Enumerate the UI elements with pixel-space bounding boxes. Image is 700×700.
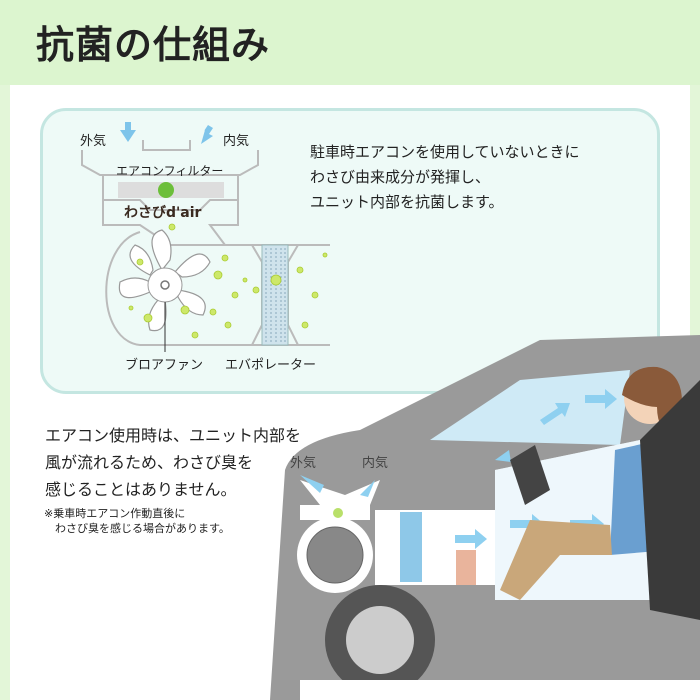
usage-text: エアコン使用時は、ユニット内部を風が流れるため、わさび臭を感じることはありません… — [45, 426, 302, 499]
description-text: 駐車時エアコンを使用していないときにわさび由来成分が発揮し、ユニット内部を抗菌し… — [310, 143, 580, 211]
windshield — [430, 370, 630, 445]
blower-fan-label: ブロアファン — [125, 358, 204, 373]
footnote: ※乗車時エアコン作動直後に わさび臭を感じる場合があります。 — [44, 507, 230, 535]
car-inside-air-label: 内気 — [362, 456, 389, 471]
hvac-unit — [297, 480, 495, 593]
car-outside-air-label: 外気 — [290, 456, 317, 471]
inside-air-arrow-icon — [201, 125, 213, 144]
wasabi-particles — [128, 223, 328, 339]
evaporator-icon — [250, 244, 300, 346]
outside-air-label: 外気 — [80, 134, 107, 149]
product-logo: わさびd'air — [124, 205, 202, 221]
driver-figure — [500, 366, 700, 620]
wasabi-capsule-icon — [158, 182, 174, 198]
evaporator-label: エバポレーター — [225, 358, 317, 373]
page-title: 抗菌の仕組み — [36, 23, 271, 67]
inside-air-label: 内気 — [223, 134, 250, 149]
header-band — [0, 0, 700, 85]
filter-label: エアコンフィルター — [116, 164, 224, 178]
outside-air-arrow-icon — [120, 122, 136, 142]
